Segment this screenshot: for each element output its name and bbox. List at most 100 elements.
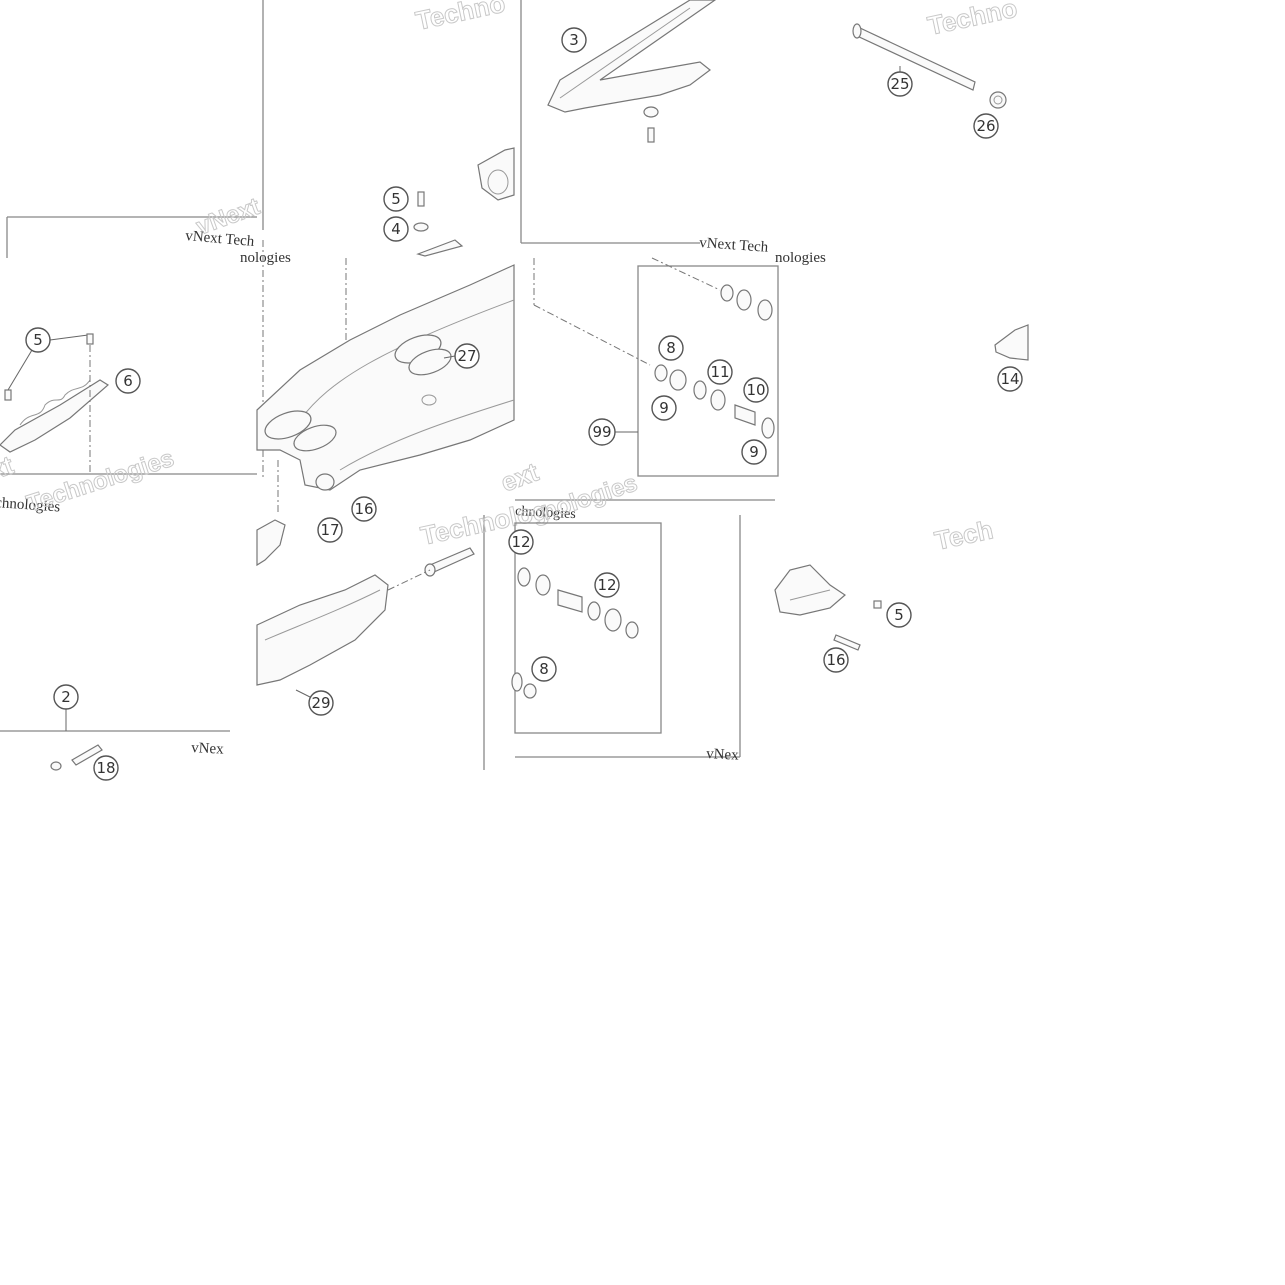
callout-label: 8	[666, 339, 676, 357]
callout-label: 9	[659, 399, 669, 417]
callout-label: 5	[33, 331, 43, 349]
callout-16: 16	[351, 496, 377, 522]
callout-label: 14	[1000, 370, 1019, 388]
bolt-part	[647, 127, 655, 143]
seal-part	[511, 672, 523, 692]
bearing-part	[587, 601, 601, 621]
kit-frame	[514, 522, 662, 734]
bracket-part	[256, 519, 286, 567]
screw-part	[417, 191, 425, 207]
tile-chain-guide-right: 14	[994, 324, 1029, 392]
bearing-part	[761, 417, 775, 439]
spacer-sleeve-part	[734, 404, 756, 426]
callout-label: 16	[826, 651, 845, 669]
callout-11: 11	[707, 359, 733, 385]
callout-27: 27	[454, 343, 480, 369]
callout-label: 9	[749, 443, 759, 461]
callout-3: 3	[561, 27, 587, 53]
bolt-part	[71, 744, 103, 766]
callout-label: 12	[597, 576, 616, 594]
axle-part	[854, 27, 976, 91]
tile-assembly-2: 2 vNex 18	[0, 684, 230, 781]
callout-label: 11	[710, 363, 729, 381]
bearing-part	[757, 299, 773, 321]
leader-line	[49, 334, 89, 341]
bearing-part	[710, 389, 726, 411]
callout-99: 99	[588, 418, 616, 446]
axle-nut-part	[989, 91, 1007, 109]
callout-label: 4	[391, 220, 401, 238]
callout-4: 4	[383, 216, 409, 242]
tile-bearing-kit: chnologies 8 9 11 10 99	[496, 257, 779, 526]
callout-label: 8	[539, 660, 549, 678]
bearing-seal-part	[264, 410, 312, 440]
watermark-text: Tech	[932, 514, 996, 556]
tile-bearing-kit-lower: vNex 12 12 8	[508, 515, 741, 764]
nut-part	[50, 761, 62, 771]
slider-ribs	[19, 379, 91, 426]
chain-guide-part	[774, 564, 846, 616]
callout-25: 25	[887, 71, 913, 97]
callout-8: 8	[531, 656, 557, 682]
callout-29: 29	[308, 690, 334, 716]
watermark-text: ext	[497, 456, 543, 497]
watermark-text: nologies	[775, 250, 826, 266]
callout-label: 10	[746, 381, 765, 399]
callout-label: 17	[320, 521, 339, 539]
callout-2: 2	[53, 684, 79, 710]
watermark-text: nologies	[539, 470, 641, 526]
tile-swingarm-body: 27	[256, 240, 515, 515]
screw-part	[4, 389, 12, 401]
bolt-part	[429, 547, 475, 573]
callout-label: 99	[592, 423, 611, 441]
tile-chain-slider-axle: vNext Tech nologies Techno 3 25 26	[520, 0, 1020, 266]
callout-label: 16	[354, 500, 373, 518]
chain-guide-part	[994, 324, 1029, 361]
pivot-bore	[487, 169, 509, 195]
bearing-seal-part	[408, 348, 452, 376]
kit-frame	[637, 265, 779, 477]
callout-label: 29	[311, 694, 330, 712]
callout-10: 10	[743, 377, 769, 403]
screw-part	[86, 333, 94, 345]
bolt-part	[833, 634, 861, 651]
seal-part	[654, 364, 668, 382]
callout-5: 5	[886, 602, 912, 628]
callout-18: 18	[93, 755, 119, 781]
screw-part	[873, 600, 882, 609]
assembly-axis	[533, 304, 651, 366]
watermark-text: ext	[0, 449, 18, 490]
callout-9: 9	[651, 395, 677, 421]
assembly-axis	[651, 257, 721, 291]
callout-6: 6	[115, 368, 141, 394]
spacer-sleeve-part	[557, 589, 583, 613]
guide-edge	[559, 7, 691, 99]
nut-part	[643, 106, 659, 118]
bearing-part	[693, 380, 707, 400]
bearing-part	[535, 574, 551, 596]
chain-guide-part	[547, 0, 717, 113]
swingarm-part	[256, 574, 389, 686]
swingarm-edge	[264, 589, 381, 641]
swingarm-edge	[339, 399, 515, 471]
callout-8: 8	[658, 335, 684, 361]
leader-line	[295, 689, 311, 698]
callout-label: 25	[890, 75, 909, 93]
seal-part	[625, 621, 639, 639]
pivot-housing-part	[477, 147, 515, 201]
callout-26: 26	[973, 113, 999, 139]
bearing-part	[736, 289, 752, 311]
callout-label: 26	[976, 117, 995, 135]
watermark-text: chnologies	[515, 504, 576, 522]
callout-label: 27	[457, 347, 476, 365]
callout-16: 16	[823, 647, 849, 673]
axle-head	[852, 23, 862, 39]
plate-part	[416, 239, 464, 257]
watermark-text: vNex	[706, 746, 740, 764]
callout-label: 5	[894, 606, 904, 624]
watermark-text: Techno	[925, 0, 1020, 41]
fitting-part	[421, 394, 437, 406]
bearing-seal-part	[293, 424, 337, 452]
callout-label: 12	[511, 533, 530, 551]
callout-label: 3	[569, 31, 579, 49]
